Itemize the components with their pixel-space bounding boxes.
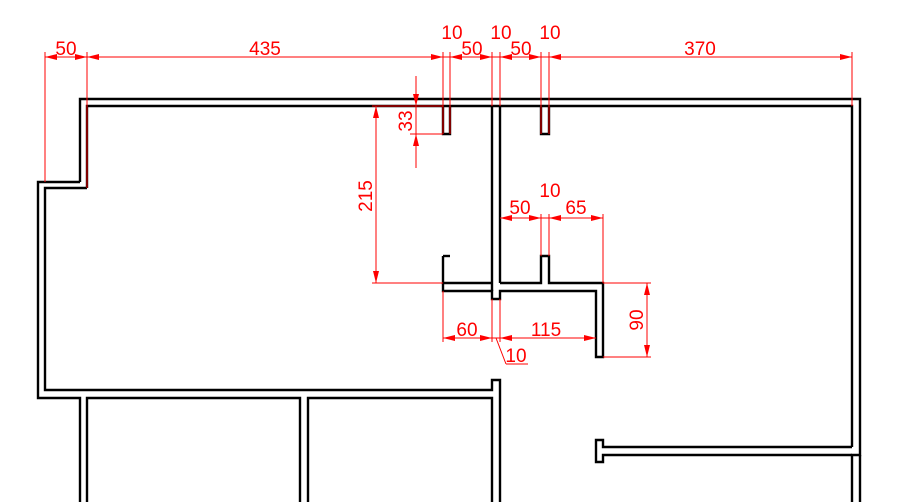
dim-arrow: [450, 54, 462, 60]
dim-arrow: [549, 54, 561, 60]
dim-stub-height: 33: [396, 110, 417, 131]
dim-arrow: [529, 215, 541, 221]
walls: [36, 97, 862, 502]
dim-arrow: [549, 215, 561, 221]
dim-gap-a: 50: [461, 39, 482, 60]
dim-arrow: [480, 335, 492, 341]
dim-arrow: [480, 54, 492, 60]
outer-wall-top-inner: [85, 104, 854, 447]
right-lower-horizontal: [594, 438, 852, 464]
dim-arrow: [591, 215, 603, 221]
dim-arrow: [75, 54, 87, 60]
dim-bottom-wall: 10: [505, 346, 526, 367]
dim-arrow: [373, 106, 379, 118]
dim-lower-gap: 50: [509, 198, 530, 219]
dim-wall-a: 10: [441, 23, 462, 44]
dim-lower-right: 65: [565, 198, 586, 219]
dim-arrow: [413, 134, 419, 146]
outer-wall-left-outer: [36, 180, 82, 502]
dim-arrow: [529, 54, 541, 60]
dim-arrow: [443, 335, 455, 341]
dim-arrow: [413, 94, 419, 106]
dim-arrow: [45, 54, 57, 60]
dim-lower-wall: 10: [539, 181, 560, 202]
lower-partition-bottom: [441, 254, 605, 359]
dim-left-room-width: 435: [249, 39, 281, 60]
dim-arrow: [644, 283, 650, 295]
dim-bottom-left: 60: [456, 320, 477, 341]
dimensions: 50 435 10 50 10 50 10 370 33 215 50 10 6…: [44, 23, 853, 367]
dim-arrow: [500, 54, 512, 60]
dim-drop-height: 90: [627, 309, 648, 330]
dim-arrow: [840, 54, 852, 60]
outer-wall-left-inner: [43, 186, 502, 502]
dim-center-wall: 10: [490, 23, 511, 44]
dim-right-room-width: 370: [684, 39, 716, 60]
dim-arrow: [500, 335, 512, 341]
dim-arrow: [87, 54, 99, 60]
dim-arrow: [431, 54, 443, 60]
dim-opening-height: 215: [356, 180, 377, 212]
dim-10-leader: [495, 337, 507, 365]
dim-arrow: [373, 271, 379, 283]
dim-arrow: [500, 215, 512, 221]
dim-bottom-right: 115: [531, 320, 561, 341]
lower-room-two: [306, 396, 494, 502]
outer-wall-top-outer: [78, 97, 862, 447]
top-stub-left: [441, 106, 452, 136]
dim-left-offset: 50: [55, 39, 76, 60]
right-lower-wall: [850, 447, 862, 502]
dim-wall-b: 10: [539, 23, 560, 44]
lower-wall-inner: [85, 396, 302, 502]
lower-partition-top: [441, 256, 492, 285]
dim-arrow: [644, 345, 650, 357]
dim-gap-b: 50: [510, 39, 531, 60]
top-stub-right: [539, 106, 551, 136]
dim-arrow: [584, 335, 596, 341]
